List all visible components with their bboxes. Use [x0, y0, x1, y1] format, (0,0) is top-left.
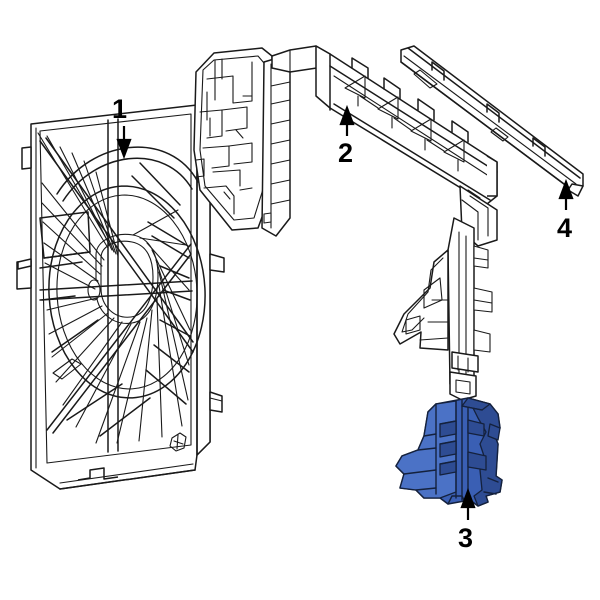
callout-number-1: 1 — [112, 94, 128, 124]
part-2-upper-support-rail[interactable] — [193, 45, 498, 401]
callout-number-2: 2 — [338, 138, 354, 168]
callout-arrows — [116, 104, 574, 520]
callout-arrow-2 — [339, 104, 355, 136]
part-4-side-deflector-rail[interactable] — [400, 45, 584, 197]
callout-number-4: 4 — [557, 213, 573, 243]
callout-arrow-3 — [460, 487, 476, 520]
callout-arrow-1 — [116, 126, 132, 160]
part-1-fan-shroud[interactable] — [16, 104, 225, 490]
part-3-air-guide-bracket[interactable] — [395, 397, 503, 507]
callout-number-3: 3 — [458, 523, 474, 553]
callout-arrow-4 — [558, 178, 574, 210]
